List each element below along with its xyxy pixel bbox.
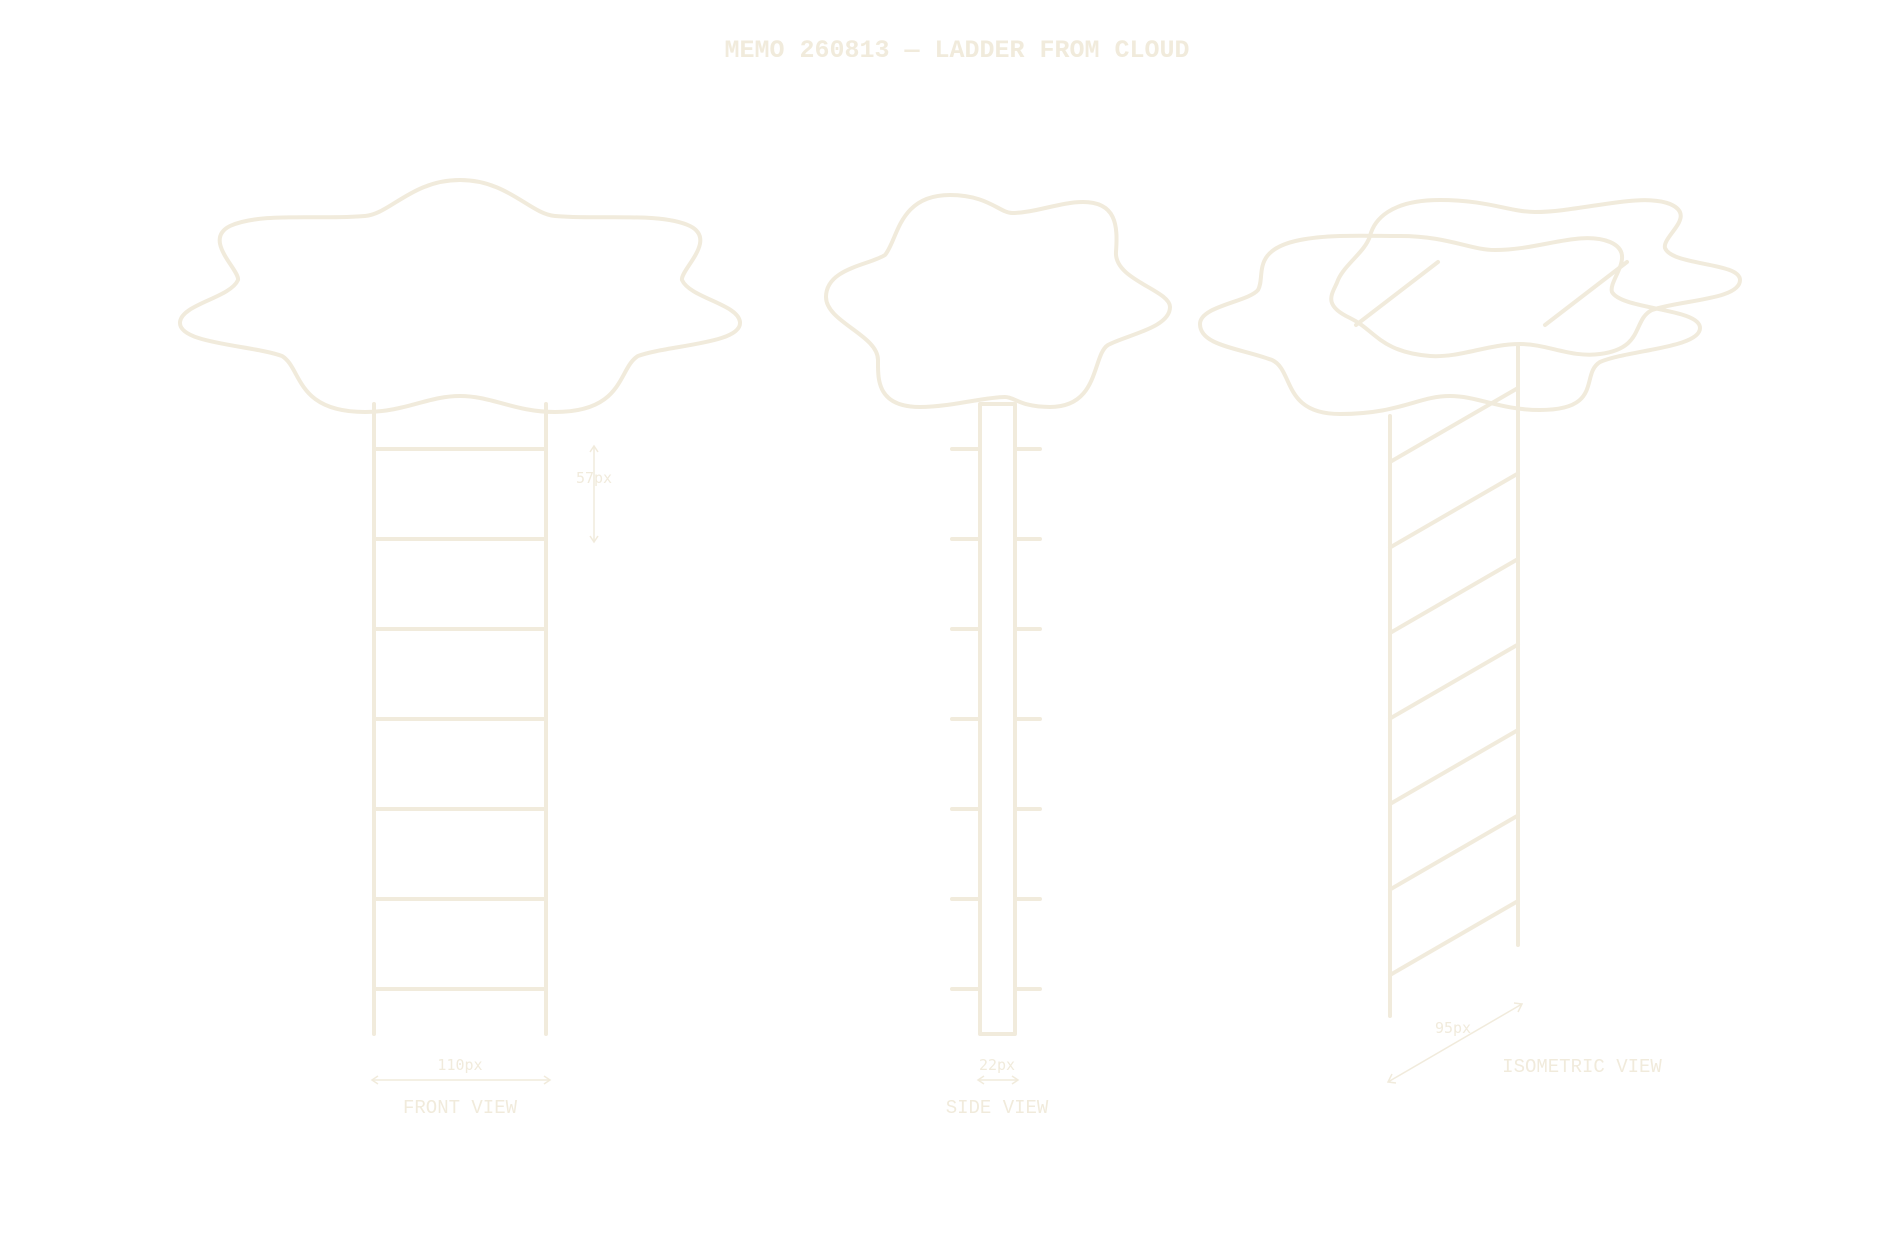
iso-view-label: ISOMETRIC VIEW [1502,1056,1662,1078]
front-width-label: 110px [437,1056,482,1074]
side-view-label: SIDE VIEW [946,1097,1049,1119]
side-depth-arrow-right [1011,1075,1020,1085]
front-width-arrow-right [543,1075,552,1085]
front-view-label: FRONT VIEW [403,1097,518,1119]
iso-rung [1388,813,1520,892]
front-spacing-arrow-bottom [589,535,599,544]
iso-cloud-back [1329,198,1742,359]
iso-rung [1388,642,1520,721]
iso-peg-right [1543,260,1629,327]
front-cloud [178,178,742,414]
iso-width-label: 95px [1435,1019,1471,1037]
side-view: 22px SIDE VIEW [824,193,1172,1119]
front-width-arrow-left [370,1075,379,1085]
front-spacing-dimension: 57px [576,444,612,544]
memo-title: MEMO 260813 — LADDER FROM CLOUD [724,36,1189,65]
front-width-dimension: 110px [370,1056,552,1085]
iso-width-arrow-left [1386,1073,1397,1084]
iso-rung [1388,557,1520,635]
front-rungs [372,447,548,991]
iso-width-dimension: 95px [1386,1002,1524,1084]
side-depth-label: 22px [979,1056,1015,1074]
iso-rung [1388,471,1520,550]
iso-rungs [1388,386,1520,977]
side-depth-dimension: 22px [976,1056,1020,1085]
front-spacing-arrow-top [589,444,599,453]
iso-rung [1388,386,1520,464]
front-spacing-label: 57px [576,469,612,487]
iso-width-line [1387,1003,1523,1083]
side-depth-arrow-left [976,1075,985,1085]
side-rungs [950,447,1042,991]
iso-cloud-front [1198,233,1702,416]
side-rail [978,402,1017,1036]
iso-width-arrow-right [1513,1002,1524,1013]
iso-rung [1388,899,1520,977]
iso-rung [1388,728,1520,806]
isometric-view: 95px ISOMETRIC VIEW [1198,198,1742,1084]
iso-peg-left [1354,260,1440,327]
front-view: 57px 110px FRONT VIEW [178,178,742,1119]
side-cloud [824,193,1172,409]
